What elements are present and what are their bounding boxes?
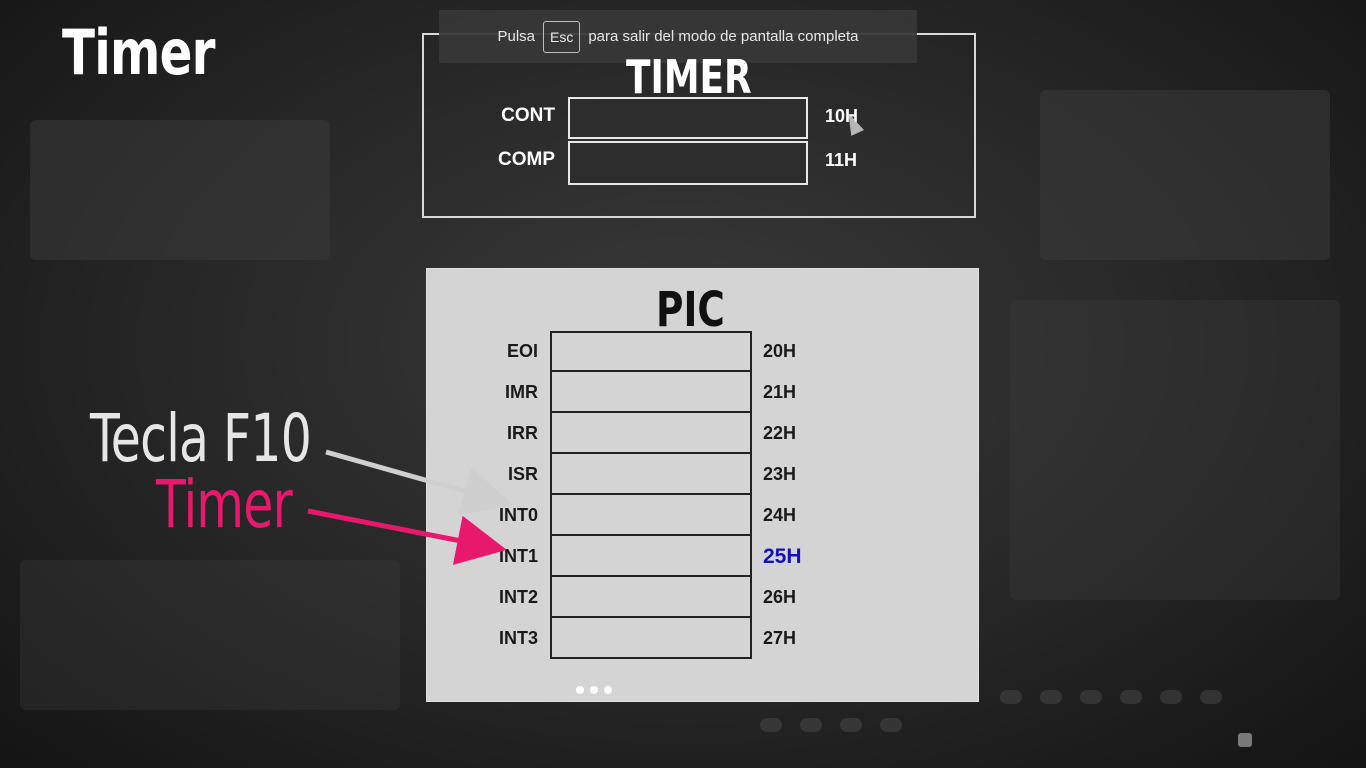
pic-register-address: 24H xyxy=(763,505,797,525)
timer-register-address: 11H xyxy=(825,150,858,170)
pic-register-label: ISR xyxy=(507,464,538,484)
toast-text-before: Pulsa xyxy=(497,28,535,45)
pic-register-cell xyxy=(550,372,752,413)
timer-register-cont xyxy=(568,97,808,139)
timer-register-comp xyxy=(568,141,808,185)
annotation-tecla-f10: Tecla F10 xyxy=(90,400,312,477)
pic-register-cell xyxy=(550,413,752,454)
timer-register-label: CONT xyxy=(501,105,555,126)
channel-watermark xyxy=(1238,733,1252,747)
slide-title: Timer xyxy=(62,16,215,89)
pic-heading: PIC xyxy=(656,282,725,338)
pic-register-address: 23H xyxy=(763,464,797,484)
pic-register-address-highlighted: 25H xyxy=(763,545,802,568)
timer-register-label: COMP xyxy=(498,149,555,170)
timer-heading: TIMER xyxy=(626,50,752,104)
esc-key-hint: Esc xyxy=(543,20,581,53)
arrow-timer-to-int1 xyxy=(307,508,507,565)
pic-register-label: INT1 xyxy=(498,546,538,566)
pic-register-address: 22H xyxy=(763,423,797,443)
pic-register-address: 21H xyxy=(763,382,797,402)
slide-progress-dots[interactable] xyxy=(576,686,612,694)
fullscreen-exit-notice: Pulsa Esc para salir del modo de pantall… xyxy=(439,10,917,63)
pic-register-address: 20H xyxy=(763,341,797,361)
pic-register-cell xyxy=(550,331,752,372)
pic-register-address: 26H xyxy=(763,587,797,607)
watermark-logo-icon xyxy=(1238,733,1252,747)
pic-register-label: EOI xyxy=(506,341,538,361)
pic-register-cell xyxy=(550,495,752,536)
pic-register-cell xyxy=(550,454,752,495)
pic-register-cell xyxy=(550,618,752,659)
pic-register-label: INT2 xyxy=(498,587,538,607)
pic-register-cell xyxy=(550,536,752,577)
pic-register-label: IMR xyxy=(505,382,538,402)
toast-text-after: para salir del modo de pantalla completa xyxy=(588,28,859,45)
pic-register-label: INT3 xyxy=(498,628,538,648)
timer-register-address: 10H xyxy=(825,106,859,126)
pic-register-label: IRR xyxy=(507,423,538,443)
pic-register-cell xyxy=(550,577,752,618)
arrow-tecla-to-int0 xyxy=(325,449,513,516)
annotation-timer: Timer xyxy=(156,466,293,543)
pic-register-address: 27H xyxy=(763,628,797,648)
